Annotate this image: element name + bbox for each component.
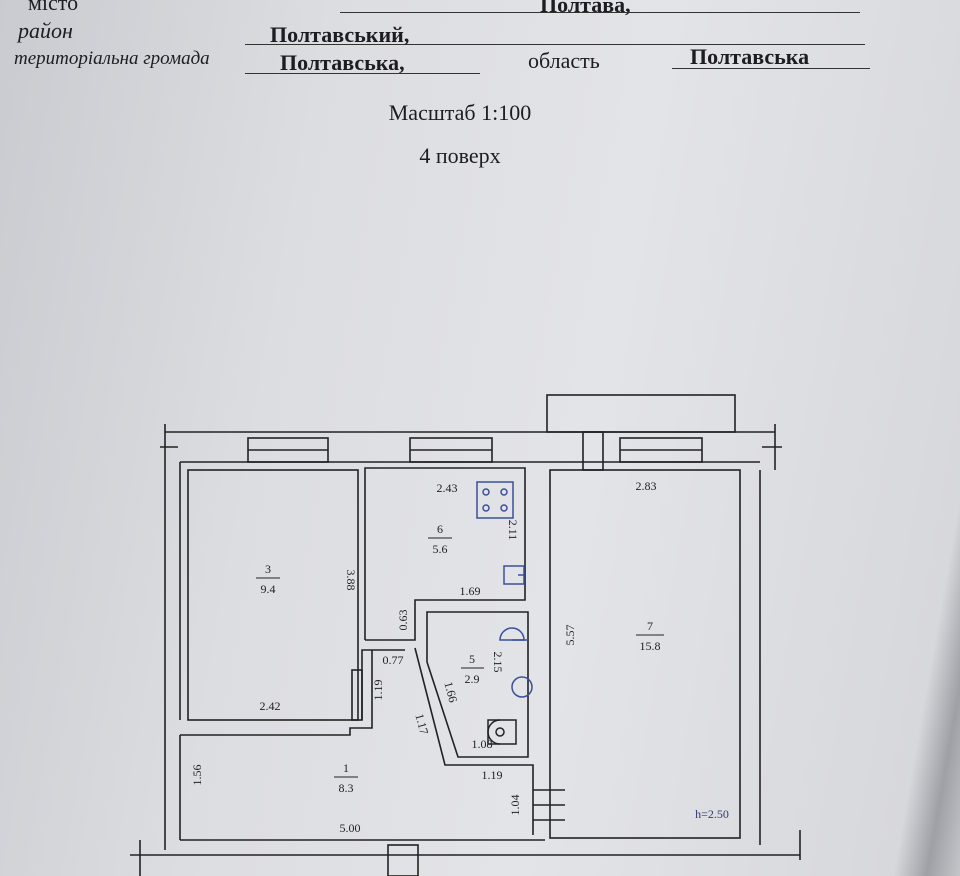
- district-underline: [245, 44, 865, 45]
- community-underline: [245, 73, 480, 74]
- room-7-number: 7: [647, 619, 653, 633]
- room-6-dim: 0.63: [396, 610, 410, 631]
- region-label: область: [528, 48, 600, 73]
- room-3-outline: [187, 469, 359, 721]
- district-value: Полтавський,: [270, 22, 410, 47]
- ceiling-height: h=2.50: [695, 807, 729, 821]
- scale-text: Масштаб 1:100: [388, 100, 532, 125]
- community-value: Полтавська,: [280, 50, 405, 75]
- floor-text: 4 поверх: [419, 143, 501, 168]
- community-label: територіальна громада: [14, 48, 210, 69]
- district-label: район: [18, 18, 73, 43]
- room-1-dim: 1.04: [508, 795, 522, 816]
- region-underline: [672, 68, 870, 69]
- room-6-outline: [364, 467, 526, 641]
- room-5-dim: 1.08: [472, 737, 493, 751]
- room-6-area: 5.6: [433, 542, 448, 556]
- walls: [130, 394, 801, 876]
- room-7-outline: [549, 469, 741, 839]
- room-6-dim: 1.69: [460, 584, 481, 598]
- room-1-dim: 1.17: [412, 712, 431, 736]
- room-1-dim: 1.19: [371, 680, 385, 701]
- room-7-dim: 5.57: [563, 625, 577, 646]
- room-1-dim: 0.77: [383, 653, 404, 667]
- room-3-dim: 3.88: [344, 570, 358, 591]
- room-5-area: 2.9: [465, 672, 480, 686]
- city-underline: [340, 12, 860, 13]
- room-5-outline: [426, 611, 529, 758]
- room-1-dim: 1.56: [190, 765, 204, 786]
- room-3-area: 9.4: [261, 582, 276, 596]
- room-3-dim: 2.42: [260, 699, 281, 713]
- room-1-dim: 5.00: [340, 821, 361, 835]
- room-5-dim: 2.15: [491, 652, 505, 673]
- washbasin-icon: [511, 676, 533, 698]
- shower-icon: [499, 627, 528, 641]
- sink-icon: [503, 565, 525, 585]
- city-label: місто: [28, 0, 79, 15]
- region-value: Полтавська: [690, 44, 810, 69]
- toilet-icon: [487, 719, 517, 745]
- room-6-number: 6: [437, 522, 443, 536]
- room-7-dim: 2.83: [636, 479, 657, 493]
- room-3-number: 3: [265, 562, 271, 576]
- room-6-dim: 2.11: [506, 520, 520, 541]
- stove-icon: [476, 481, 514, 519]
- room-5-dim: 1.66: [441, 680, 460, 704]
- room-1-number: 1: [343, 761, 349, 775]
- room-5-number: 5: [469, 652, 475, 666]
- room-1-dim: 1.19: [482, 768, 503, 782]
- room-7-area: 15.8: [640, 639, 661, 653]
- room-6-dim: 2.43: [437, 481, 458, 495]
- room-1-area: 8.3: [339, 781, 354, 795]
